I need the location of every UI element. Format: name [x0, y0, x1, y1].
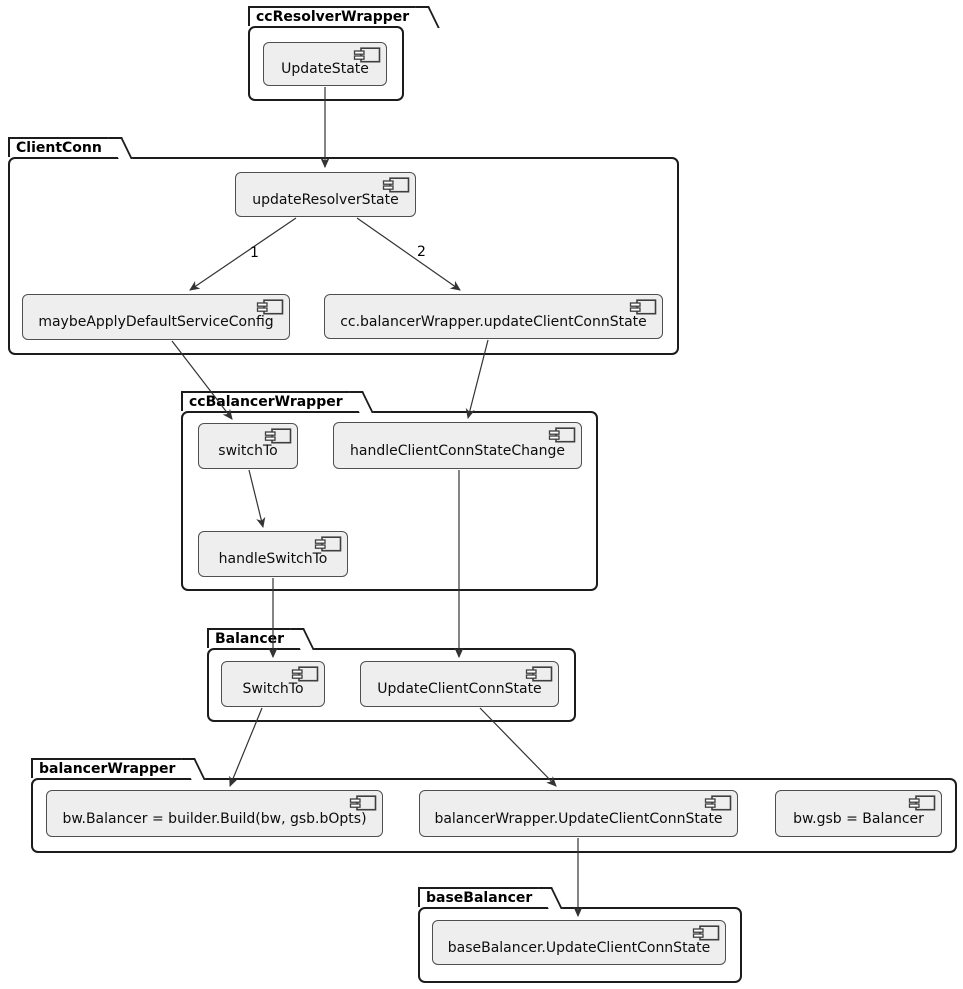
component-handleswitchto: handleSwitchTo	[198, 531, 348, 577]
component-maybeapplydefaultserviceconfig: maybeApplyDefaultServiceConfig	[22, 294, 290, 340]
component-label: bw.gsb = Balancer	[793, 810, 924, 827]
component-label: bw.Balancer = builder.Build(bw, gsb.bOpt…	[62, 810, 367, 827]
component-icon	[382, 177, 410, 194]
component-label: cc.balancerWrapper.updateClientConnState	[340, 313, 647, 330]
package-title: Balancer	[215, 631, 285, 647]
component-label: UpdateState	[281, 61, 369, 77]
component-switchto-lower: switchTo	[198, 423, 298, 469]
package-title: ccBalancerWrapper	[189, 394, 343, 410]
component-bw-gsb-balancer: bw.gsb = Balancer	[775, 790, 942, 837]
package-tab-balancerwrapper: balancerWrapper	[31, 758, 184, 778]
component-balancerwrapper-updateclientconnstate: balancerWrapper.UpdateClientConnState	[419, 790, 738, 837]
component-label: SwitchTo	[242, 681, 304, 697]
edge-label-2: 2	[417, 244, 426, 260]
component-switchto-balancer: SwitchTo	[221, 661, 325, 707]
component-cc-balancerwrapper-updateclientconnstate: cc.balancerWrapper.updateClientConnState	[324, 294, 663, 339]
package-title: ccResolverWrapper	[256, 9, 410, 25]
package-tab-balancer: Balancer	[207, 628, 293, 648]
package-title: baseBalancer	[426, 890, 533, 906]
component-icon	[314, 536, 342, 553]
component-icon	[908, 795, 936, 812]
package-tab-clientconn: ClientConn	[8, 137, 110, 157]
component-label: updateResolverState	[252, 191, 399, 208]
component-icon	[692, 925, 720, 942]
component-handleclientconnstatechange: handleClientConnStateChange	[333, 422, 582, 469]
component-updateresolverstate: updateResolverState	[235, 172, 416, 217]
component-updateclientconnstate-balancer: UpdateClientConnState	[360, 661, 559, 707]
component-label: balancerWrapper.UpdateClientConnState	[434, 810, 723, 827]
component-label: baseBalancer.UpdateClientConnState	[447, 939, 711, 956]
component-label: maybeApplyDefaultServiceConfig	[38, 314, 274, 330]
component-icon	[548, 427, 576, 444]
component-icon	[629, 299, 657, 316]
component-icon	[349, 795, 377, 812]
edge-label-1: 1	[250, 245, 259, 261]
component-icon	[704, 795, 732, 812]
component-label: switchTo	[218, 443, 278, 459]
component-icon	[525, 666, 553, 683]
package-tab-basebalancer: baseBalancer	[418, 887, 541, 907]
package-tab-ccbalancerwrapper: ccBalancerWrapper	[181, 391, 351, 411]
component-icon	[353, 47, 381, 64]
package-tab-ccresolverwrapper: ccResolverWrapper	[248, 6, 418, 26]
component-label: handleClientConnStateChange	[350, 442, 565, 459]
component-label: handleSwitchTo	[218, 551, 328, 567]
component-label: UpdateClientConnState	[377, 681, 542, 697]
component-icon	[264, 428, 292, 445]
component-basebalancer-updateclientconnstate: baseBalancer.UpdateClientConnState	[432, 920, 726, 965]
package-title: balancerWrapper	[39, 761, 176, 777]
component-icon	[256, 299, 284, 316]
component-icon	[291, 666, 319, 683]
component-bw-balancer-builder-build: bw.Balancer = builder.Build(bw, gsb.bOpt…	[46, 790, 383, 837]
package-title: ClientConn	[16, 140, 102, 156]
component-updatestate: UpdateState	[263, 42, 387, 86]
